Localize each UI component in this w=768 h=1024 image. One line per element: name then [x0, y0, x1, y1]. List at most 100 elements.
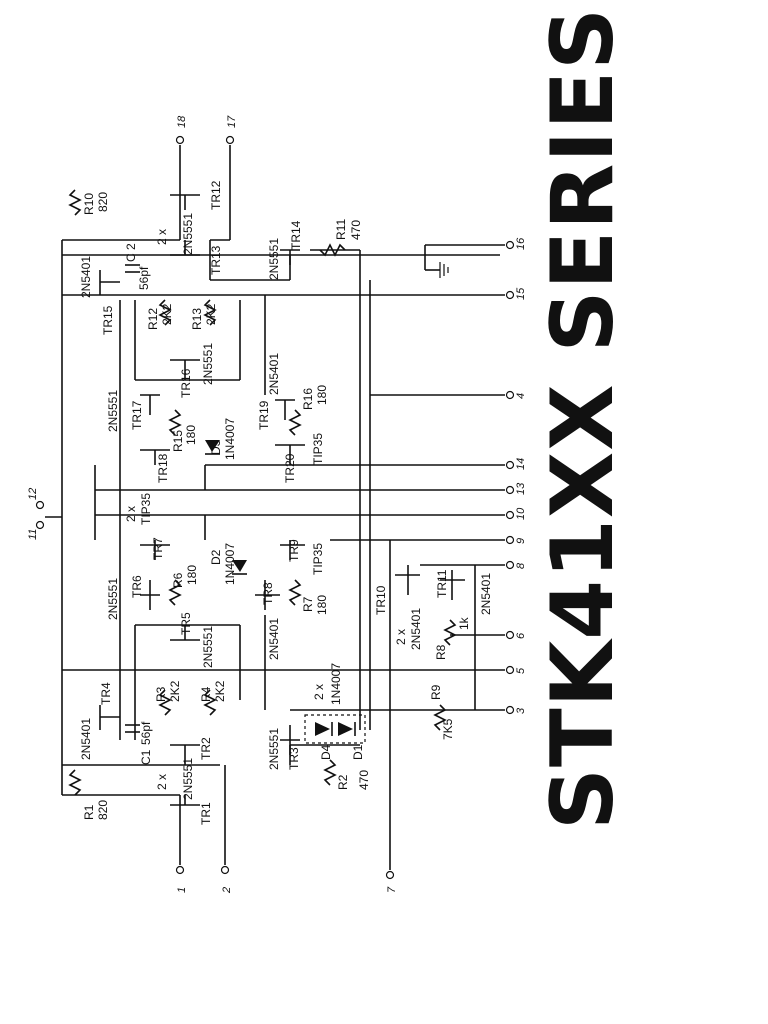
label-tr19-type: 2N5401 — [267, 353, 281, 395]
pin-labels: 18 17 16 15 4 14 13 10 9 8 6 5 3 12 11 1… — [27, 115, 527, 894]
label-tr6: TR6 — [130, 575, 144, 598]
label-r9-value: 7K5 — [441, 718, 455, 740]
label-tr16: TR16 — [179, 368, 193, 398]
label-r12-value: 2K2 — [160, 303, 174, 325]
label-tr18: TR18 — [156, 453, 170, 483]
label-tr11: TR11 — [435, 569, 449, 598]
pin-2: 2 — [221, 887, 233, 894]
pin-6: 6 — [515, 632, 527, 639]
label-d2-value: 1N4007 — [223, 543, 237, 585]
label-x2-center: 2 x — [124, 506, 138, 522]
label-tr17: TR17 — [130, 400, 144, 430]
label-x2-diodes: 2 x — [312, 684, 326, 700]
pin-18: 18 — [176, 115, 188, 128]
label-tr1-type: 2N5551 — [181, 758, 195, 800]
label-tr5: TR5 — [179, 612, 193, 635]
label-r16: R16 — [301, 388, 315, 410]
label-tr8-type: 2N5401 — [267, 618, 281, 660]
pin-16: 16 — [515, 237, 527, 250]
label-r3-value: 2K2 — [168, 680, 182, 702]
label-tr7: TR7 — [151, 537, 165, 560]
label-c1-value: 56pf — [139, 721, 153, 745]
wiring — [45, 145, 505, 870]
label-tr16-type: 2N5551 — [201, 343, 215, 385]
pin-13: 13 — [515, 482, 527, 495]
label-tr10: TR10 — [374, 585, 388, 615]
label-r12: R12 — [146, 308, 160, 330]
label-tr11-type: 2N5401 — [479, 573, 493, 615]
label-r10: R10 — [82, 193, 96, 215]
label-r4-value: 2K2 — [213, 680, 227, 702]
label-tr20: TR20 — [283, 453, 297, 483]
label-tr17-type: 2N5551 — [106, 390, 120, 432]
pin-3: 3 — [515, 707, 527, 714]
label-x2-tr10: 2 x — [394, 629, 408, 645]
label-tr15-type: 2N5401 — [79, 256, 93, 298]
label-r2-value: 470 — [357, 770, 371, 790]
label-r3: R3 — [154, 686, 168, 702]
label-tr14: TR14 — [289, 220, 303, 250]
label-tr4: TR4 — [99, 682, 113, 705]
label-d3-value: 1N4007 — [223, 418, 237, 460]
label-tr1: TR1 — [199, 802, 213, 825]
pin-7: 7 — [386, 886, 398, 893]
transistor-symbols — [99, 194, 465, 806]
series-title: STK41XX SERIES — [533, 7, 633, 830]
pin-17: 17 — [226, 115, 238, 128]
label-tr3-type: 2N5551 — [267, 728, 281, 770]
label-c2: C 2 — [124, 243, 138, 262]
label-r15: R15 — [171, 430, 185, 452]
label-tr8: TR8 — [261, 582, 275, 605]
pin-4: 4 — [515, 393, 527, 399]
label-r15-value: 180 — [184, 425, 198, 445]
label-c1: C1 — [139, 749, 153, 765]
label-d1: D1 — [351, 744, 365, 760]
pin-12: 12 — [27, 488, 39, 500]
label-d4: D4 — [319, 744, 333, 760]
label-tr20-type: TIP35 — [311, 433, 325, 465]
label-r13-value: 2K2 — [204, 303, 218, 325]
label-r7-value: 180 — [315, 595, 329, 615]
label-r6: R6 — [171, 572, 185, 588]
label-tr15: TR15 — [101, 305, 115, 335]
label-r16-value: 180 — [315, 385, 329, 405]
label-tr4-type: 2N5401 — [79, 718, 93, 760]
label-d3: D3 — [209, 439, 223, 455]
label-r10-value: 820 — [96, 192, 110, 212]
label-tr12: TR12 — [209, 180, 223, 210]
pin-10: 10 — [515, 507, 527, 520]
label-r6-value: 180 — [185, 565, 199, 585]
label-d2: D2 — [209, 549, 223, 565]
label-tr12-type: 2N5551 — [181, 213, 195, 255]
label-r1: R1 — [82, 804, 96, 820]
label-tr19: TR19 — [257, 400, 271, 430]
pin-14: 14 — [515, 458, 527, 470]
label-tr9: TR9 — [287, 539, 301, 562]
pin-15: 15 — [515, 287, 527, 300]
label-tr2: TR2 — [199, 737, 213, 760]
pin-1: 1 — [176, 887, 188, 893]
label-r9: R9 — [429, 684, 443, 700]
pin-9: 9 — [515, 538, 527, 544]
pin-5: 5 — [515, 667, 527, 674]
label-r7: R7 — [301, 596, 315, 612]
pin-terminals — [35, 135, 515, 880]
label-r4: R4 — [199, 686, 213, 702]
label-r2: R2 — [336, 774, 350, 790]
label-r13: R13 — [190, 308, 204, 330]
pin-8: 8 — [515, 562, 527, 569]
label-tip35-center: TIP35 — [139, 493, 153, 525]
label-tr6-type: 2N5551 — [106, 578, 120, 620]
component-labels: R10 820 R1 820 2 x 2N5551 TR12 TR13 2N54… — [79, 180, 493, 825]
label-x2-top: 2 x — [155, 229, 169, 245]
label-r11: R11 — [334, 219, 348, 240]
pin-11: 11 — [27, 529, 39, 540]
passive-symbols — [68, 189, 457, 796]
label-tr14-type: 2N5551 — [267, 238, 281, 280]
label-tr13: TR13 — [209, 245, 223, 275]
label-r11-value: 470 — [349, 220, 363, 240]
label-tr3: TR3 — [287, 747, 301, 770]
label-c2-value: 56pf — [137, 266, 151, 290]
label-r1-value: 820 — [96, 800, 110, 820]
